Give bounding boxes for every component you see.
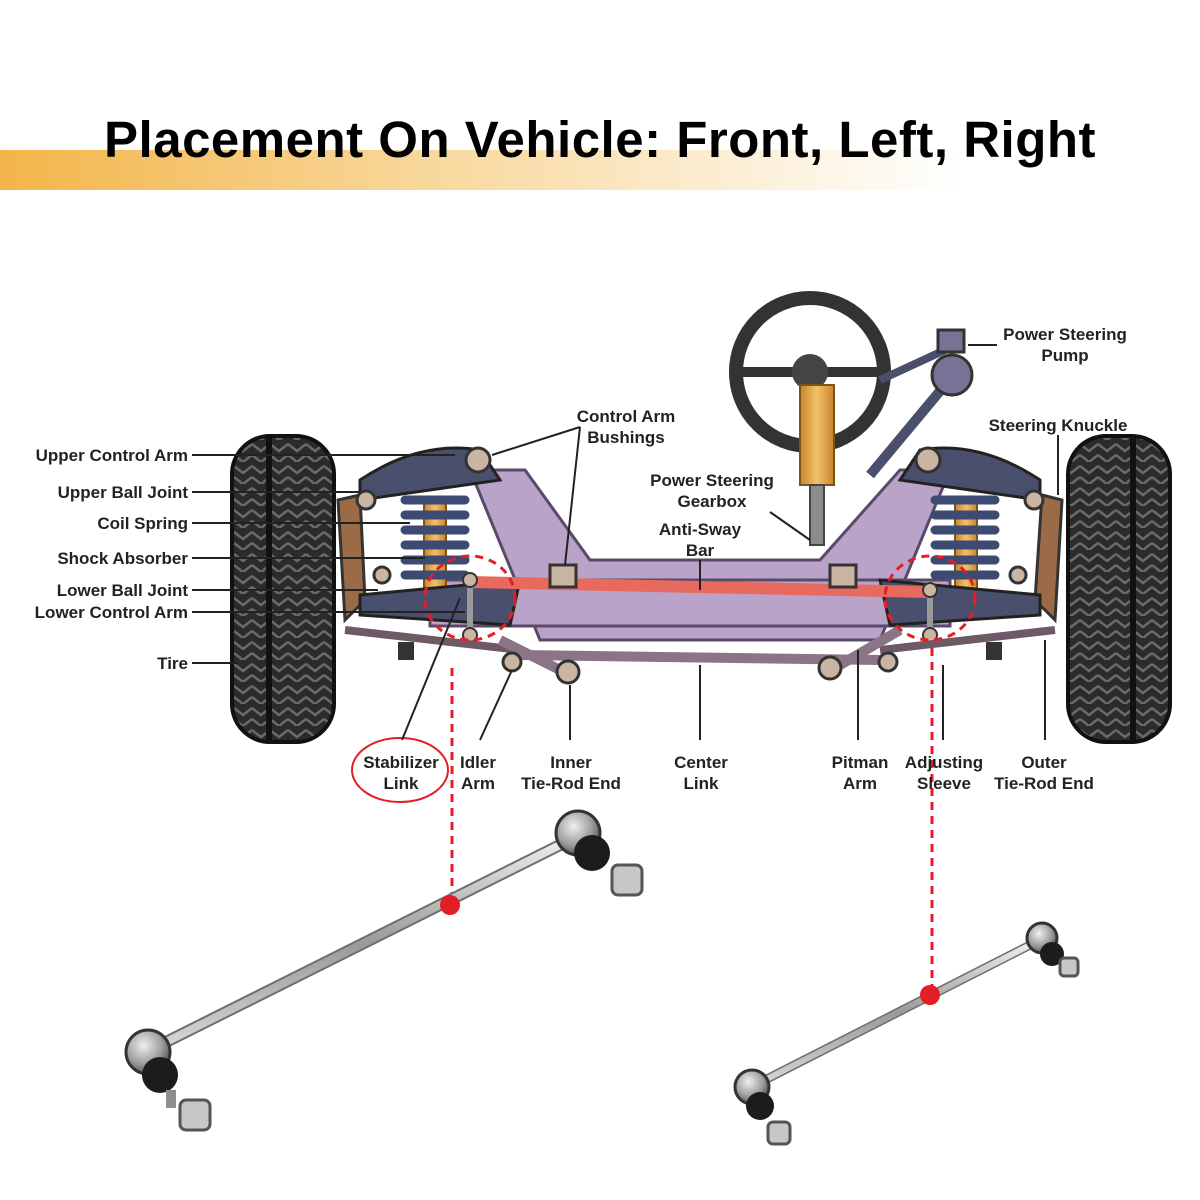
labels: Upper Control Arm Upper Ball Joint Coil … bbox=[35, 325, 1128, 793]
label-outer-tie-rod-2: Tie-Rod End bbox=[994, 774, 1094, 793]
stabilizer-label-highlight bbox=[351, 737, 449, 803]
page-title: Placement On Vehicle: Front, Left, Right bbox=[104, 111, 1096, 168]
label-anti-sway-bar-2: Bar bbox=[686, 541, 715, 560]
label-pitman-arm-1: Pitman bbox=[832, 753, 889, 772]
label-upper-control-arm: Upper Control Arm bbox=[36, 446, 188, 465]
label-inner-tie-rod-2: Tie-Rod End bbox=[521, 774, 621, 793]
label-stabilizer-link-2: Link bbox=[384, 774, 419, 793]
label-lower-ball-joint: Lower Ball Joint bbox=[57, 581, 189, 600]
label-control-arm-bushings-2: Bushings bbox=[587, 428, 664, 447]
label-power-steering-gearbox-1: Power Steering bbox=[650, 471, 774, 490]
right-link-highlight bbox=[883, 554, 977, 642]
label-anti-sway-bar-1: Anti-Sway bbox=[659, 520, 742, 539]
right-tire bbox=[1066, 434, 1172, 744]
stabilizer-link-right-product bbox=[733, 921, 1080, 1146]
power-steering-gearbox bbox=[809, 484, 825, 546]
label-adjusting-sleeve-1: Adjusting bbox=[905, 753, 983, 772]
label-outer-tie-rod-1: Outer bbox=[1021, 753, 1067, 772]
label-lower-control-arm: Lower Control Arm bbox=[35, 603, 188, 622]
label-idler-arm-2: Arm bbox=[461, 774, 495, 793]
right-marker-dot bbox=[920, 985, 940, 1005]
label-pitman-arm-2: Arm bbox=[843, 774, 877, 793]
label-control-arm-bushings-1: Control Arm bbox=[577, 407, 676, 426]
label-tire: Tire bbox=[157, 654, 188, 673]
upper-control-arms bbox=[358, 446, 1042, 502]
right-steering-knuckle bbox=[1033, 493, 1064, 624]
label-shock-absorber: Shock Absorber bbox=[57, 549, 188, 568]
label-inner-tie-rod-1: Inner bbox=[550, 753, 592, 772]
label-center-link-2: Link bbox=[684, 774, 719, 793]
power-steering-pump bbox=[866, 328, 974, 479]
label-stabilizer-link-1: Stabilizer bbox=[363, 753, 439, 772]
leader-lines bbox=[192, 344, 1059, 741]
label-center-link-1: Center bbox=[674, 753, 728, 772]
label-upper-ball-joint: Upper Ball Joint bbox=[58, 483, 189, 502]
label-steering-knuckle: Steering Knuckle bbox=[989, 416, 1128, 435]
label-idler-arm-1: Idler bbox=[460, 753, 496, 772]
label-coil-spring: Coil Spring bbox=[97, 514, 188, 533]
label-power-steering-gearbox-2: Gearbox bbox=[678, 492, 748, 511]
label-adjusting-sleeve-2: Sleeve bbox=[917, 774, 971, 793]
label-power-steering-pump-1: Power Steering bbox=[1003, 325, 1127, 344]
control-arm-bushings bbox=[355, 489, 1045, 589]
left-marker-dot bbox=[440, 895, 460, 915]
left-link-highlight bbox=[423, 554, 517, 642]
steering-column bbox=[799, 384, 835, 486]
title-accent-bar bbox=[0, 150, 1200, 190]
label-power-steering-pump-2: Pump bbox=[1041, 346, 1088, 365]
stabilizer-link-left-product bbox=[124, 809, 644, 1132]
steering-linkage bbox=[344, 625, 1056, 685]
